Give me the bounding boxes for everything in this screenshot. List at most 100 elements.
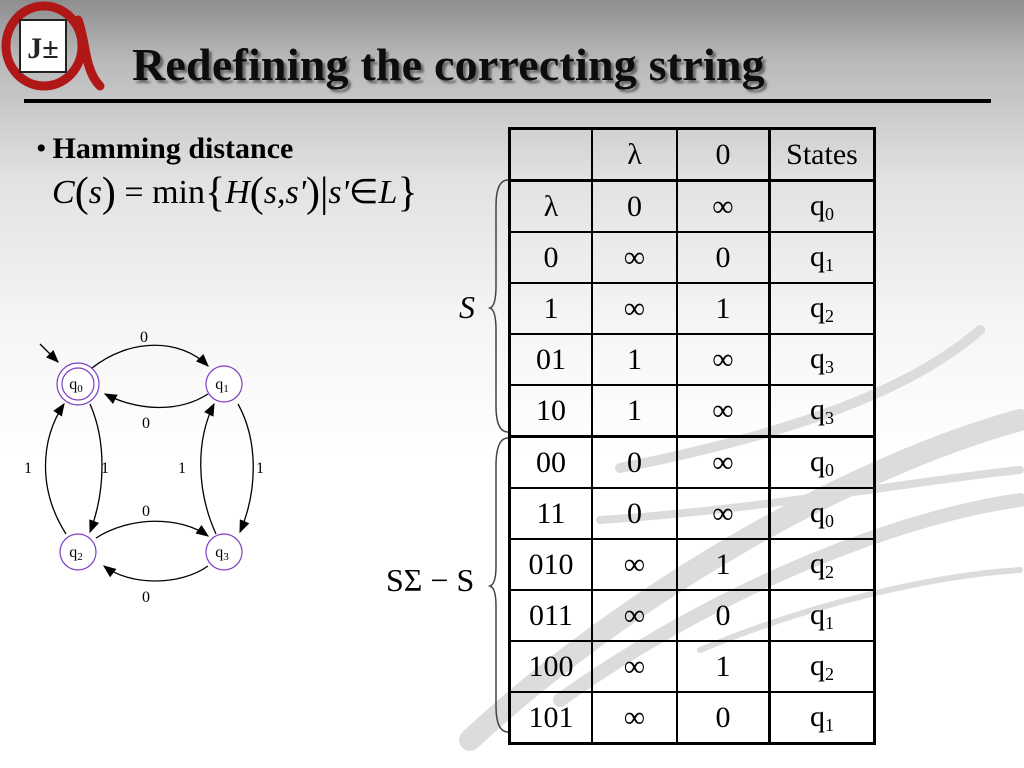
table-header-row: λ 0 States (508, 127, 876, 182)
edge-label: 1 (24, 460, 32, 477)
automaton-diagram: q0 q1 q2 q3 0 0 1 1 1 1 0 0 (24, 329, 264, 606)
state-cell: q0 (768, 179, 876, 233)
prefix-cell: 11 (508, 487, 593, 540)
header-cell (508, 127, 593, 182)
header-cell: 0 (676, 127, 771, 182)
formula-lhs: C (52, 174, 75, 211)
state-cell: q1 (768, 691, 876, 745)
prefix-cell: 010 (508, 538, 593, 591)
edge-q1-q0 (103, 393, 209, 409)
state-q1 (205, 365, 243, 403)
state-cell: q1 (768, 231, 876, 284)
header-cell: States (768, 127, 876, 182)
edge-label: 0 (140, 329, 148, 346)
prefix-cell: 10 (508, 384, 593, 438)
value-cell: 0 (676, 231, 771, 284)
value-cell: 1 (591, 333, 678, 386)
svg-text:J±: J± (27, 32, 58, 65)
value-cell: 0 (676, 589, 771, 642)
value-cell: 0 (591, 487, 678, 540)
edge-label: 1 (256, 460, 264, 477)
formula-member: ∈ (348, 174, 379, 211)
value-cell: ∞ (591, 231, 678, 284)
formula-set: L (378, 174, 398, 211)
state-q3 (205, 533, 243, 571)
set-s-sigma-label: SΣ − S (386, 562, 475, 598)
edge-q2-q0 (44, 402, 67, 535)
table-row: 00 0 ∞ q0 (508, 435, 876, 489)
edge-q0-q1 (91, 344, 209, 369)
edge-label: 1 (178, 460, 186, 477)
value-cell: 0 (591, 179, 678, 233)
value-cell: ∞ (591, 538, 678, 591)
prefix-cell: λ (508, 179, 593, 233)
state-q0-label: q0 (69, 376, 83, 395)
value-cell: 1 (676, 640, 771, 693)
brace-ss-icon (488, 437, 509, 733)
value-cell: 1 (676, 538, 771, 591)
formula-min: min (152, 174, 206, 211)
table-row: 101 ∞ 0 q1 (508, 691, 876, 745)
value-cell: 0 (591, 435, 678, 489)
value-cell: ∞ (676, 435, 771, 489)
edge-q1-q3 (237, 403, 254, 534)
table-row: 1 ∞ 1 q2 (508, 282, 876, 335)
value-cell: 1 (676, 282, 771, 335)
state-cell: q2 (768, 538, 876, 591)
state-q2-label: q2 (69, 544, 83, 563)
state-cell: q3 (768, 333, 876, 386)
prefix-cell: 1 (508, 282, 593, 335)
table-row: 11 0 ∞ q0 (508, 487, 876, 540)
prefix-cell: 00 (508, 435, 593, 489)
state-cell: q1 (768, 589, 876, 642)
state-cell: q3 (768, 384, 876, 438)
formula-eq: = (124, 174, 144, 211)
prefix-cell: 01 (508, 333, 593, 386)
state-cell: q2 (768, 282, 876, 335)
edge-label: 1 (101, 460, 109, 477)
initial-arrow (39, 343, 59, 363)
state-cell: q0 (768, 487, 876, 540)
value-cell: ∞ (676, 487, 771, 540)
observation-table: λ 0 States λ 0 ∞ q0 0 ∞ 0 q1 1 ∞ 1 q2 01… (508, 127, 876, 745)
edge-label: 0 (142, 503, 150, 520)
bullet-dot: • (36, 132, 47, 165)
state-cell: q0 (768, 435, 876, 489)
edge-label: 0 (142, 589, 150, 606)
table-row: 01 1 ∞ q3 (508, 333, 876, 386)
table-row: 010 ∞ 1 q2 (508, 538, 876, 591)
value-cell: ∞ (591, 691, 678, 745)
prefix-cell: 011 (508, 589, 593, 642)
state-cell: q2 (768, 640, 876, 693)
slide-title: Redefining the correcting string (132, 39, 765, 90)
brace-icons (488, 179, 509, 733)
header-cell: λ (591, 127, 678, 182)
value-cell: ∞ (591, 640, 678, 693)
title-underline (24, 99, 991, 103)
value-cell: ∞ (591, 589, 678, 642)
hamming-formula: C(s) = min{H(s,s')|s'∈L} (52, 170, 418, 216)
edge-q3-q2 (102, 565, 209, 582)
brace-s-icon (488, 179, 509, 433)
value-cell: ∞ (676, 333, 771, 386)
edge-label: 0 (142, 415, 150, 432)
edge-q2-q3 (95, 520, 210, 539)
formula-cond-var: s' (328, 174, 349, 211)
prefix-cell: 100 (508, 640, 593, 693)
formula-bar: | (319, 170, 329, 216)
edge-q3-q1 (200, 402, 217, 535)
value-cell: 0 (676, 691, 771, 745)
state-q3-label: q3 (215, 544, 229, 563)
table-row: 0 ∞ 0 q1 (508, 231, 876, 284)
set-s-label: S (459, 289, 475, 325)
bullet-item: •Hamming distance (36, 132, 293, 166)
table-row: λ 0 ∞ q0 (508, 179, 876, 233)
table-row: 10 1 ∞ q3 (508, 384, 876, 438)
formula-arg: s (88, 174, 102, 211)
table-row: 100 ∞ 1 q2 (508, 640, 876, 693)
value-cell: ∞ (676, 384, 771, 438)
value-cell: ∞ (676, 179, 771, 233)
value-cell: ∞ (591, 282, 678, 335)
bullet-text: Hamming distance (52, 132, 294, 165)
prefix-cell: 101 (508, 691, 593, 745)
